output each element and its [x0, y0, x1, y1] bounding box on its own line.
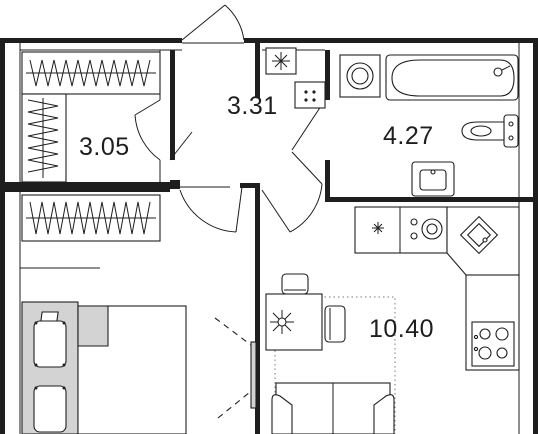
bedroom: [5, 187, 257, 434]
bathroom-area-label: 4.27: [383, 122, 434, 150]
bathtub-icon: [385, 54, 519, 101]
entrance-door: [181, 4, 245, 44]
dining-table-icon: [265, 273, 396, 434]
toilet-icon: [461, 114, 519, 148]
plant-icon: [265, 47, 297, 75]
bed-icon: [21, 301, 187, 434]
hall-area-label: 3.31: [227, 92, 278, 120]
washing-machine-icon: [339, 54, 381, 98]
hall-partitions: [170, 38, 326, 434]
sofa-icon: [271, 382, 395, 434]
kitchen-sink-icon: [459, 215, 499, 255]
kitchen: [354, 206, 520, 371]
sink-icon: [411, 161, 455, 197]
bathroom: [260, 38, 533, 202]
kitchen-living-area-label: 10.40: [369, 315, 434, 343]
wardrobe-area-label: 3.05: [79, 133, 130, 161]
stove-icon: [471, 321, 515, 367]
plant-icon: [270, 310, 294, 334]
wardrobe-room: [5, 50, 193, 187]
